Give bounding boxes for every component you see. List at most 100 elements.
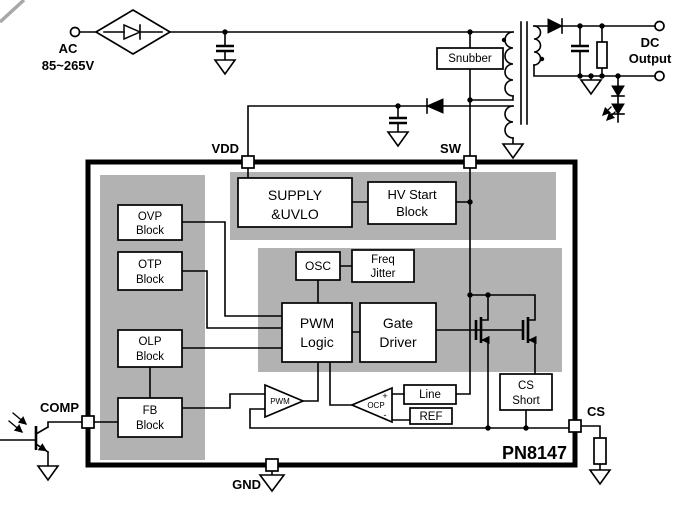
cs-sense-network <box>580 425 607 471</box>
optocoupler <box>0 412 83 467</box>
pin-cs <box>568 419 582 433</box>
pin-sw-label: SW <box>440 141 462 156</box>
olp-block <box>117 329 183 368</box>
osc-label: OSC <box>305 259 331 273</box>
supply-uvlo-block <box>237 177 353 228</box>
opto-emitter-arrow <box>37 443 48 452</box>
ac-terminal <box>69 26 81 38</box>
primary-winding <box>504 31 514 97</box>
ground-input-cap <box>213 59 237 76</box>
opto-light-arrow-1 <box>12 412 27 425</box>
ground-opto <box>36 465 60 482</box>
ground-cs-resistor <box>588 469 612 486</box>
ground-output <box>579 79 603 96</box>
transformer <box>501 21 545 139</box>
dc-label: DC <box>641 35 660 50</box>
bridge-diode-icon <box>123 23 142 41</box>
snubber-label: Snubber <box>448 53 492 65</box>
opto-light-arrow-2 <box>8 420 23 433</box>
output-cap-plates <box>571 44 589 53</box>
secondary-winding <box>533 25 542 66</box>
cs-short-block <box>499 373 553 411</box>
ovp-label-1: OVP <box>138 211 163 223</box>
cs-short-label-1: CS <box>518 380 534 392</box>
pin-sw <box>463 155 477 169</box>
freq-jitter-label-1: Freq <box>371 254 395 266</box>
primary-wires <box>78 31 514 157</box>
feedback-zener-icon <box>611 85 625 97</box>
ocp-minus-sign: - <box>383 410 386 421</box>
osc-block <box>295 251 341 281</box>
pin-comp-label: COMP <box>40 400 79 415</box>
pwm-comparator <box>264 383 306 419</box>
ovp-label-2: Block <box>136 225 164 237</box>
ref-block <box>409 407 453 425</box>
cs-sense-resistor <box>593 437 607 465</box>
pin-cs-label: CS <box>587 404 605 419</box>
led-arrow-2 <box>606 111 616 121</box>
gate-driver-block <box>359 302 437 363</box>
fb-label-1: FB <box>143 405 158 417</box>
fb-block <box>117 397 183 438</box>
page-corner-artifact <box>0 0 26 24</box>
line-block <box>403 384 457 405</box>
aux-winding <box>504 105 514 139</box>
olp-label-1: OLP <box>138 336 161 348</box>
snubber-block <box>436 47 504 70</box>
mosfet-2 <box>521 317 537 345</box>
pin-vdd-label: VDD <box>212 141 239 156</box>
fb-label-2: Block <box>136 420 164 432</box>
led-arrow-1 <box>602 106 612 116</box>
internal-wiring <box>93 167 570 429</box>
supply-uvlo-label-1: SUPPLY <box>268 187 323 203</box>
pwm-logic-label-1: PWM <box>300 315 334 331</box>
pin-vdd <box>241 155 255 169</box>
secondary-phase-dot <box>539 56 545 62</box>
ground-vdd-cap <box>386 131 410 148</box>
cs-short-label-2: Short <box>512 395 540 407</box>
cs-wires <box>580 425 601 471</box>
chip-part-number: PN8147 <box>502 443 567 463</box>
mosfet-2-bars <box>521 317 530 343</box>
pin-gnd-label: GND <box>232 477 261 492</box>
freq-jitter-block <box>351 249 415 283</box>
pwm-logic-label-2: Logic <box>300 334 333 350</box>
ac-label: AC <box>59 41 78 56</box>
secondary-wires <box>533 25 656 123</box>
freq-jitter-label-2: Jitter <box>371 268 396 280</box>
feedback-led-icon <box>611 103 625 115</box>
mosfet-1 <box>474 317 490 345</box>
line-label: Line <box>419 389 441 401</box>
otp-block <box>117 251 183 291</box>
pwm-logic-block <box>281 302 353 363</box>
primary-phase-dot <box>501 37 507 43</box>
otp-label-1: OTP <box>138 259 162 271</box>
pin-comp <box>81 415 95 429</box>
vdd-diode <box>425 98 444 114</box>
output-diode-icon <box>547 18 564 34</box>
junction-dots <box>222 23 621 431</box>
ocp-plus-sign: + <box>382 391 388 402</box>
output-load-resistor <box>596 41 608 69</box>
otp-label-2: Block <box>136 274 164 286</box>
gate-driver-label-2: Driver <box>379 334 417 350</box>
bridge-rectifier <box>94 9 172 55</box>
dc-minus-terminal <box>654 70 665 82</box>
ground-gnd-pin <box>258 474 286 493</box>
dc-output-label: Output <box>629 51 672 66</box>
hv-start-label-1: HV Start <box>387 187 437 202</box>
olp-label-2: Block <box>136 351 164 363</box>
ground-aux-winding <box>501 143 525 160</box>
dc-plus-terminal <box>654 20 665 32</box>
transformer-core <box>520 21 528 125</box>
primary-side-wiring <box>69 26 514 157</box>
ocp-comparator <box>349 386 393 424</box>
ovp-block <box>117 204 183 241</box>
pwm-comparator-label: PWM <box>270 397 290 406</box>
pin-gnd <box>265 458 279 472</box>
bridge-diamond <box>94 9 172 55</box>
vdd-diode-icon <box>425 98 444 114</box>
ac-range-label: 85~265V <box>42 58 95 73</box>
